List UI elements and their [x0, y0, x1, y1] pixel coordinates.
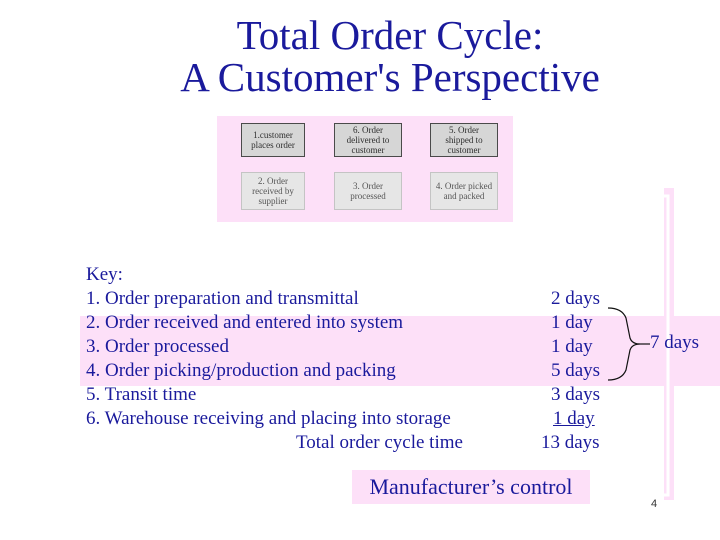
key-item-3-label: 3. Order processed	[86, 336, 229, 357]
key-item-6-days: 1 day	[553, 408, 595, 429]
seven-days-label: 7 days	[650, 332, 700, 353]
key-heading: Key:	[86, 264, 123, 285]
key-item-2-days: 1 day	[551, 312, 593, 333]
key-item-5-days: 3 days	[551, 384, 601, 405]
key-item-4-days: 5 days	[551, 360, 601, 381]
page-title-line-1: Total Order Cycle:	[236, 12, 544, 58]
manufacturer-control-band	[80, 316, 720, 386]
seven-days-bracket	[607, 307, 650, 381]
process-box-5: 5. Order shipped to customer	[430, 123, 498, 157]
total-cycle-label: Total order cycle time	[296, 432, 463, 453]
key-item-1-label: 1. Order preparation and transmittal	[86, 288, 359, 309]
key-item-1-days: 2 days	[551, 288, 601, 309]
key-item-5-label: 5. Transit time	[86, 384, 197, 405]
process-box-2: 2. Order received by supplier	[241, 172, 305, 210]
process-box-1: 1.customer places order	[241, 123, 305, 157]
page-number: 4	[651, 498, 658, 510]
key-item-4-label: 4. Order picking/production and packing	[86, 360, 396, 381]
page-title-line-2: A Customer's Perspective	[180, 54, 600, 100]
key-item-2-label: 2. Order received and entered into syste…	[86, 312, 404, 333]
key-item-6-label: 6. Warehouse receiving and placing into …	[86, 408, 451, 429]
key-item-3-days: 1 day	[551, 336, 593, 357]
process-box-3: 3. Order processed	[334, 172, 402, 210]
manufacturer-control-label: Manufacturer’s control	[352, 470, 590, 504]
total-cycle-days: 13 days	[541, 432, 600, 453]
process-box-6: 6. Order delivered to customer	[334, 123, 402, 157]
process-box-4: 4. Order picked and packed	[430, 172, 498, 210]
